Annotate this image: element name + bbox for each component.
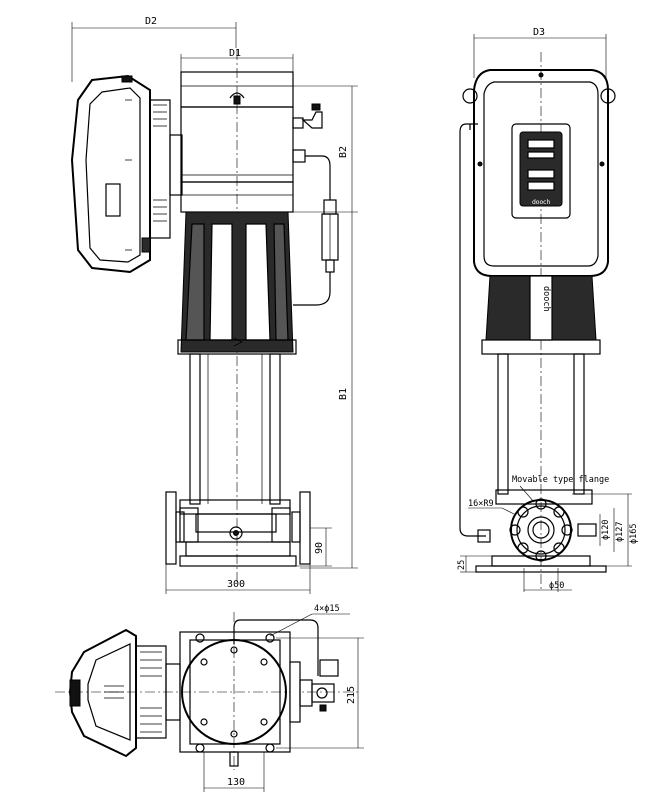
d2-label: D2 — [145, 16, 157, 27]
phi165-label: ϕ165 — [629, 524, 639, 544]
motor-brand: dooch — [541, 286, 551, 312]
top-flanges — [229, 619, 339, 767]
dim-215: 215 — [276, 637, 364, 749]
sensor-tube — [293, 199, 339, 306]
dim-d3: D3 — [473, 27, 607, 78]
dim-130: 130 — [203, 752, 265, 792]
motor-shroud-side: dooch — [481, 275, 601, 355]
motor-housing — [180, 71, 331, 213]
d1-label: D1 — [229, 48, 241, 59]
d3-label: D3 — [533, 27, 545, 38]
dim-phi50: ϕ50 — [523, 568, 572, 592]
dim-90-label: 90 — [314, 542, 325, 554]
dim-25-label: 25 — [457, 560, 467, 570]
phi50-label: ϕ50 — [549, 581, 564, 591]
side-view: D3 dooch dooch — [457, 27, 639, 592]
pump-base — [165, 491, 311, 567]
dim-b2: B2 — [293, 85, 358, 213]
dim-300-label: 300 — [227, 579, 245, 590]
flange-note: Movable type flange — [512, 475, 609, 485]
bolt-pattern: 16×R9 — [468, 499, 494, 509]
controller-side — [70, 74, 151, 274]
dim-d2: D2 — [71, 16, 237, 82]
phi127-label: ϕ127 — [615, 522, 625, 542]
flange-face — [475, 489, 607, 573]
motor-adapter — [149, 99, 183, 239]
controller-front: dooch — [462, 69, 616, 277]
b2-label: B2 — [338, 146, 349, 158]
dim-215-label: 215 — [346, 686, 357, 704]
b1-label: B1 — [338, 388, 349, 400]
flange-annotations: Movable type flange 16×R9 — [468, 475, 609, 515]
dim-holes: 4×ϕ15 — [269, 604, 350, 637]
top-view: 4×ϕ15 215 130 — [55, 604, 364, 792]
dim-300: 300 — [165, 564, 311, 594]
bypass-pipe — [459, 123, 491, 543]
motor-shroud — [177, 211, 297, 355]
dim-d1: D1 — [180, 48, 294, 72]
dim-90: 90 — [296, 527, 332, 567]
pump-column — [189, 353, 281, 505]
front-view: D2 D1 — [70, 16, 358, 594]
dim-25: 25 — [457, 555, 492, 573]
controller-top — [68, 628, 181, 758]
flange-diameter-dims: ϕ120 ϕ127 ϕ165 — [572, 493, 639, 567]
dim-b1: B1 — [300, 212, 358, 569]
phi120-label: ϕ120 — [601, 520, 611, 540]
dim-130-label: 130 — [227, 777, 245, 788]
holes-label: 4×ϕ15 — [314, 604, 340, 614]
controller-brand: dooch — [532, 199, 550, 206]
